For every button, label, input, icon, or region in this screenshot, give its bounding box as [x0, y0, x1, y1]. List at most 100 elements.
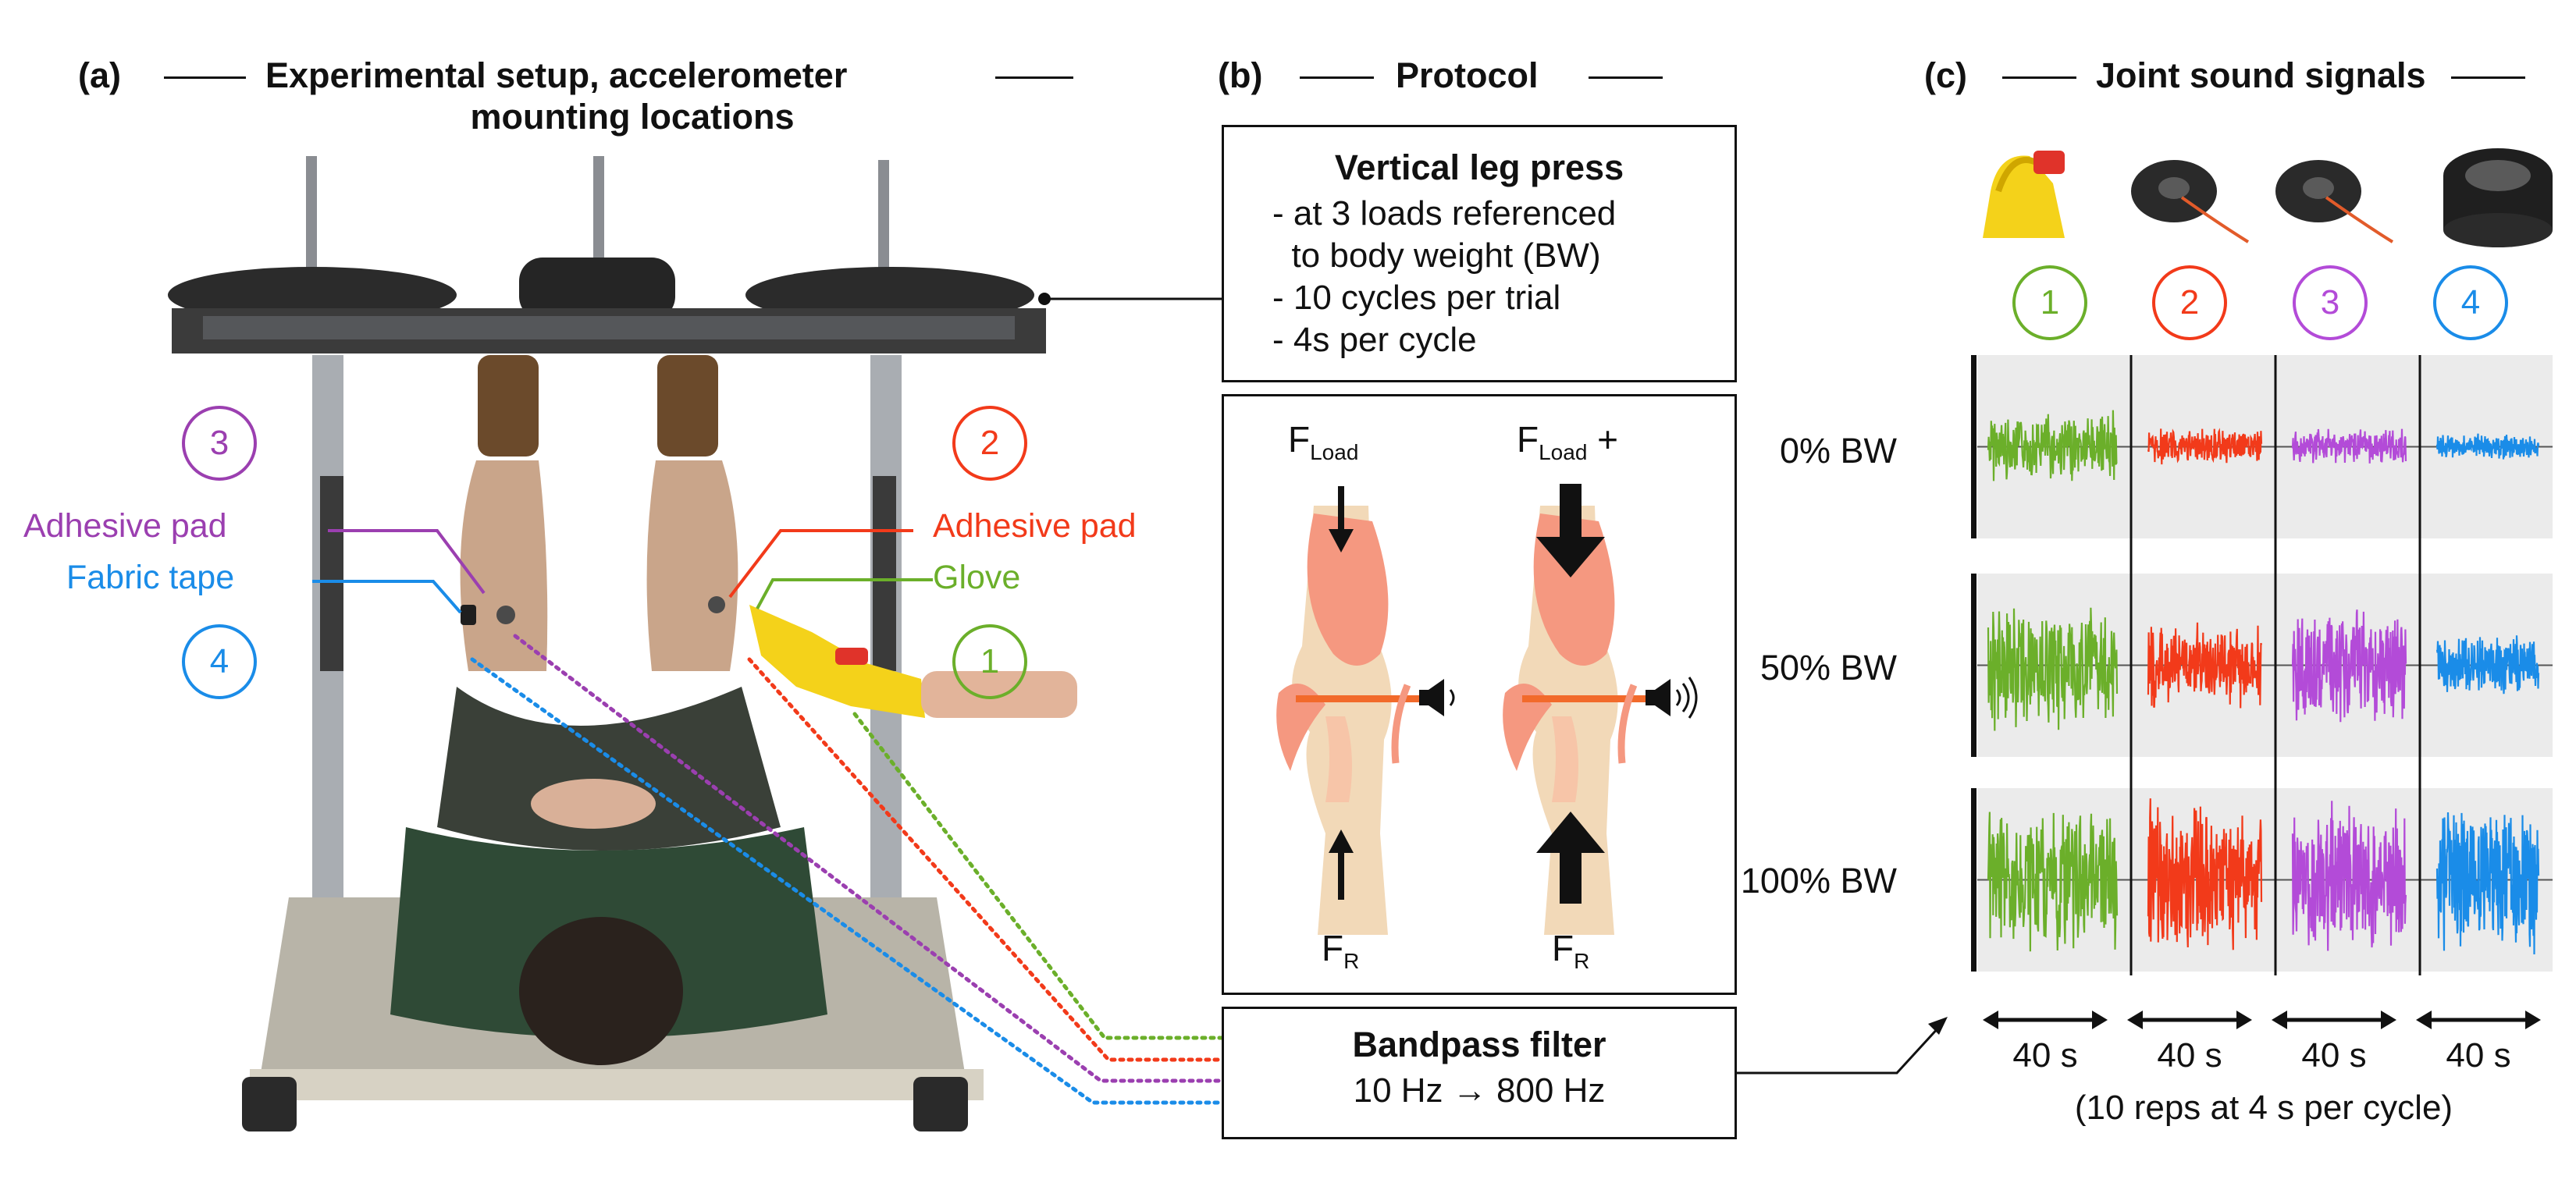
- head: [519, 917, 683, 1065]
- column-2-circle: 2: [2152, 265, 2227, 340]
- reaction-arrowhead-small: [1329, 830, 1354, 853]
- protocol-box: Vertical leg press - at 3 loads referenc…: [1222, 125, 1737, 382]
- speaker-quiet-icon: [1419, 679, 1455, 716]
- press-guide: [873, 476, 896, 671]
- leader-line-adhesive-left: [328, 529, 486, 595]
- panel-b-title: Protocol: [1396, 55, 1539, 95]
- label-fabric-tape: Fabric tape: [66, 559, 235, 596]
- protocol-line: - at 3 loads referenced: [1272, 194, 1617, 233]
- knee-diagram-box: FLoad FLoad + FR FR: [1222, 394, 1737, 995]
- duration-arrow: [2272, 1011, 2396, 1029]
- left-boot: [478, 355, 539, 457]
- header-rule: [2002, 76, 2076, 79]
- protocol-title: Vertical leg press: [1334, 147, 1624, 187]
- signal-trace: [2435, 635, 2540, 695]
- signal-trace: [2147, 798, 2263, 950]
- fabric-tape-icon: [2443, 148, 2553, 247]
- adhesive-pad-icon: [2131, 160, 2250, 243]
- left-leg: [460, 460, 548, 671]
- press-post: [878, 160, 889, 285]
- label-f-r-left: FR: [1322, 928, 1360, 974]
- duration-label-3: 40 s: [2301, 1036, 2367, 1075]
- load-arrow-large: [1560, 484, 1582, 542]
- signal-trace: [2291, 428, 2407, 464]
- knee-high-load: [1503, 506, 1655, 935]
- right-leg: [646, 460, 738, 671]
- filter-output-arrowhead: [1928, 1017, 1948, 1035]
- panel-a-tag: (a): [78, 55, 121, 95]
- panel-c-tag: (c): [1924, 55, 1967, 95]
- duration-arrow: [2416, 1011, 2541, 1029]
- press-post: [306, 156, 317, 289]
- row-label-100bw: 100% BW: [1740, 861, 1897, 901]
- label-glove: Glove: [933, 559, 1021, 596]
- press-guide: [320, 476, 343, 671]
- column-4-circle: 4: [2433, 265, 2508, 340]
- row-label-0bw: 0% BW: [1779, 431, 1897, 471]
- label-f-load-right: FLoad +: [1517, 419, 1619, 465]
- sensor-4-circle: 4: [182, 624, 257, 699]
- row-label-50bw: 50% BW: [1759, 648, 1897, 687]
- bandpass-filter-box: Bandpass filter 10 Hz → 800 Hz: [1222, 1007, 1737, 1139]
- glove-accelerometer: [835, 648, 868, 665]
- knee-low-load: [1276, 506, 1429, 935]
- shorts: [437, 687, 781, 851]
- label-f-r-right: FR: [1552, 928, 1590, 974]
- sensor-photos: [1983, 148, 2553, 247]
- panel-c-title: Joint sound signals: [2096, 55, 2426, 95]
- signal-trace: [2147, 428, 2263, 465]
- hands: [531, 779, 656, 829]
- header-rule: [2451, 76, 2525, 79]
- signal-trace: [2291, 801, 2407, 951]
- glove-icon: [1983, 151, 2065, 238]
- signal-row-axis: [1971, 788, 1976, 972]
- right-boot: [657, 355, 718, 457]
- panel-a-title-line2: mounting locations: [470, 97, 795, 137]
- reaction-arrow-large: [1560, 849, 1582, 904]
- signal-trace: [1987, 812, 2119, 952]
- header-rule: [1589, 76, 1663, 79]
- protocol-line: - 4s per cycle: [1272, 321, 1477, 359]
- signal-grid: [1971, 355, 2553, 975]
- adhesive-pad-sensor: [496, 606, 515, 624]
- signal-trace: [2147, 622, 2263, 709]
- panel-a-title-line1: Experimental setup, accelerometer: [265, 55, 848, 95]
- column-3-circle: 3: [2293, 265, 2368, 340]
- knee-diagram: [1276, 484, 1698, 935]
- press-base-rail: [250, 1069, 984, 1100]
- duration-arrow: [2127, 1011, 2252, 1029]
- sensor-3-circle: 3: [182, 406, 257, 481]
- protocol-line: - 10 cycles per trial: [1272, 279, 1561, 317]
- duration-label-4: 40 s: [2446, 1036, 2511, 1075]
- signal-row-axis: [1971, 574, 1976, 757]
- cable-purple: [513, 634, 1224, 1083]
- press-platform-rail: [203, 316, 1015, 339]
- leader-line-fabric-tape: [312, 580, 462, 614]
- filter-output-line: [1737, 1025, 1941, 1075]
- load-arrowhead-large: [1536, 537, 1605, 577]
- adhesive-pad-icon: [2275, 160, 2394, 243]
- leader-line-adhesive-right: [728, 529, 913, 599]
- load-arrowhead-small: [1329, 529, 1354, 552]
- duration-label-2: 40 s: [2157, 1036, 2222, 1075]
- label-f-load-left: FLoad: [1288, 419, 1359, 465]
- signal-trace: [1987, 410, 2118, 481]
- signal-trace: [2291, 609, 2407, 723]
- sensor-1-circle: 1: [952, 624, 1027, 699]
- signal-row-axis: [1971, 355, 1976, 538]
- reaction-arrowhead-large: [1536, 812, 1605, 853]
- cable-blue: [470, 657, 1224, 1105]
- signal-trace: [2435, 812, 2540, 955]
- panel-b-tag: (b): [1218, 55, 1263, 95]
- duration-arrow: [1983, 1011, 2108, 1029]
- filter-range: 10 Hz → 800 Hz: [1353, 1071, 1606, 1110]
- column-1-circle: 1: [2012, 265, 2087, 340]
- fabric-tape-sensor: [461, 605, 476, 625]
- press-foot: [242, 1077, 297, 1131]
- weight-plate: [519, 258, 675, 320]
- cable-green: [852, 712, 1224, 1040]
- adhesive-pad-sensor: [708, 596, 725, 613]
- duration-label-1: 40 s: [2012, 1036, 2078, 1075]
